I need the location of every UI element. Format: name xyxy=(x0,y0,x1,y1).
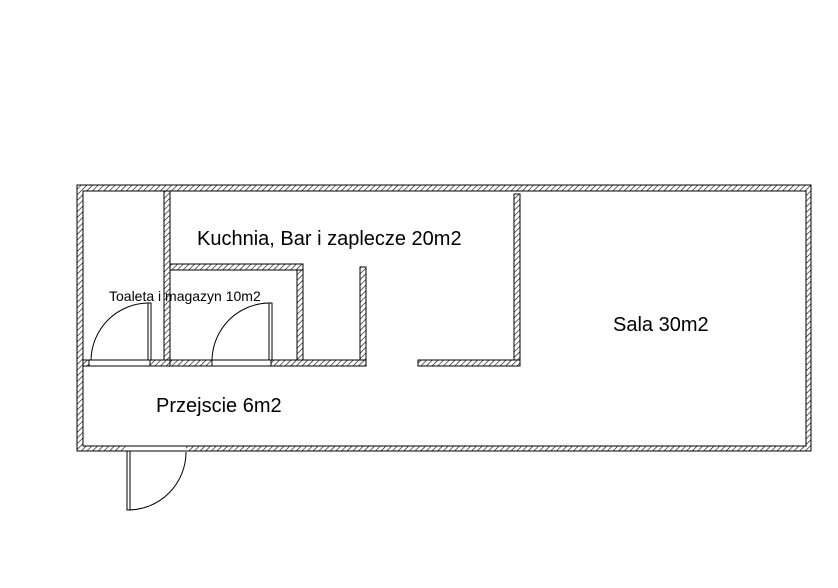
door-swing-arc xyxy=(90,302,149,361)
door-opening xyxy=(126,446,186,452)
wall-segment xyxy=(270,359,367,367)
door-leaf xyxy=(126,450,131,511)
wall-segment xyxy=(82,359,90,367)
wall-segment xyxy=(296,269,304,367)
wall-segment xyxy=(163,190,171,367)
room-label-hall: Sala 30m2 xyxy=(613,314,709,336)
room-label-corridor: Przejscie 6m2 xyxy=(156,395,282,417)
wall-segment xyxy=(149,359,171,367)
door-leaf xyxy=(268,302,273,361)
wall-segment xyxy=(417,359,521,367)
wall-segment xyxy=(359,266,367,367)
door-leaf xyxy=(147,302,152,361)
door-swing-arc xyxy=(211,302,270,361)
door-swing-arc xyxy=(127,451,187,511)
wall-segment xyxy=(169,359,213,367)
room-label-toilet: Toaleta i magazyn 10m2 xyxy=(109,288,261,304)
room-label-kitchen: Kuchnia, Bar i zaplecze 20m2 xyxy=(197,228,462,250)
wall-segment xyxy=(169,263,304,271)
wall-segment xyxy=(513,193,521,367)
